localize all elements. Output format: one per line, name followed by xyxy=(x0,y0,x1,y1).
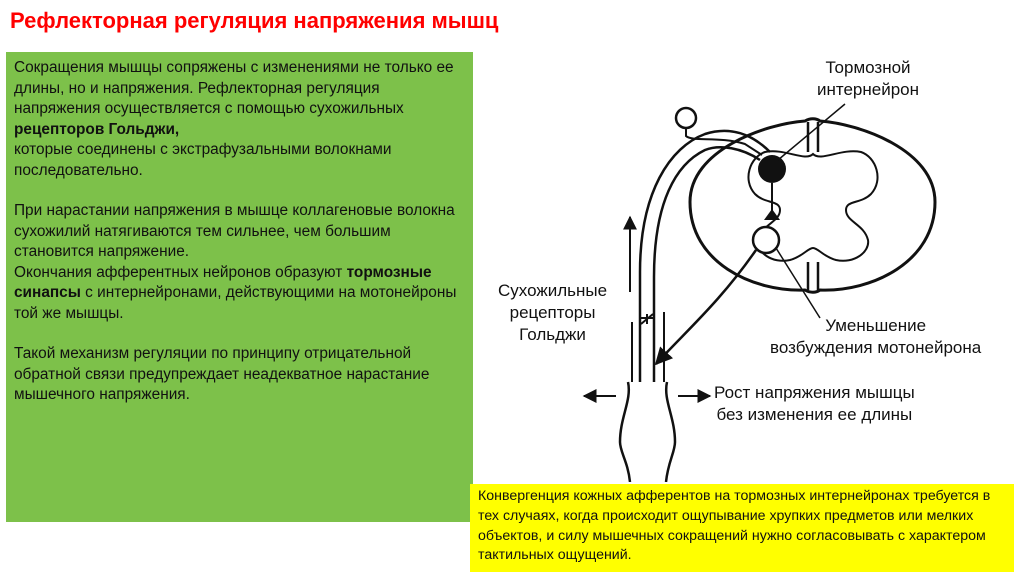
ganglion-cell xyxy=(674,106,698,130)
motoneuron xyxy=(751,225,781,255)
afferent-fiber-inner xyxy=(652,146,761,382)
text-panel: Сокращения мышцы сопряжены с изменениями… xyxy=(6,52,473,522)
motor-axon xyxy=(654,249,758,366)
label-reduction: Уменьшение возбуждения мотонейрона xyxy=(770,315,981,359)
page-title: Рефлекторная регуляция напряжения мышц xyxy=(10,8,499,33)
inhibitory-synapse xyxy=(764,209,780,220)
dorsal-fissure xyxy=(806,122,820,152)
ventral-fissure xyxy=(806,262,820,290)
label-tension: Рост напряжения мышцы без изменения ее д… xyxy=(714,382,915,426)
grey-matter xyxy=(747,150,879,262)
paragraph-1-bold: рецепторов Гольджи, xyxy=(14,120,180,138)
leader-reduction xyxy=(775,247,821,319)
reflex-diagram-svg xyxy=(582,103,937,482)
paragraph-3: Окончания афферентных нейронов образуют … xyxy=(14,263,465,325)
reflex-diagram: Тормозной интернейрон Сухожильные рецепт… xyxy=(480,52,1024,482)
label-tension-text: Рост напряжения мышцы без изменения ее д… xyxy=(714,383,915,424)
inhibitory-interneuron xyxy=(758,155,786,183)
label-interneuron-text: Тормозной интернейрон xyxy=(817,58,920,99)
muscle-outline xyxy=(618,381,677,482)
afferent-fiber-loop xyxy=(638,129,771,382)
golgi-receptor-ending xyxy=(640,313,654,325)
paragraph-4: Такой механизм регуляции по принципу отр… xyxy=(14,345,430,403)
paragraph-1-text-2: которые соединены с экстрафузальными вол… xyxy=(14,141,392,179)
spinal-cord-outline xyxy=(688,117,937,294)
paragraph-2: При нарастании напряжения в мышце коллаг… xyxy=(14,202,455,260)
label-receptors: Сухожильные рецепторы Гольджи xyxy=(498,280,607,346)
paragraph-3-bold: тормозные синапсы xyxy=(14,263,432,302)
paragraph-1: Сокращения мышцы сопряжены с изменениями… xyxy=(14,58,465,181)
leader-interneuron xyxy=(777,103,846,161)
note-box: Конвергенция кожных афферентов на тормоз… xyxy=(470,484,1014,572)
label-reduction-text: Уменьшение возбуждения мотонейрона xyxy=(770,316,982,357)
paragraph-3-text: Окончания афферентных нейронов образуют xyxy=(14,263,347,281)
label-receptors-text: Сухожильные рецепторы Гольджи xyxy=(498,281,608,344)
paragraph-1-text: Сокращения мышцы сопряжены с изменениями… xyxy=(14,59,454,117)
paragraph-3-text-2: с интернейронами, действующими на мотоне… xyxy=(14,284,457,322)
label-interneuron: Тормозной интернейрон xyxy=(817,57,919,101)
